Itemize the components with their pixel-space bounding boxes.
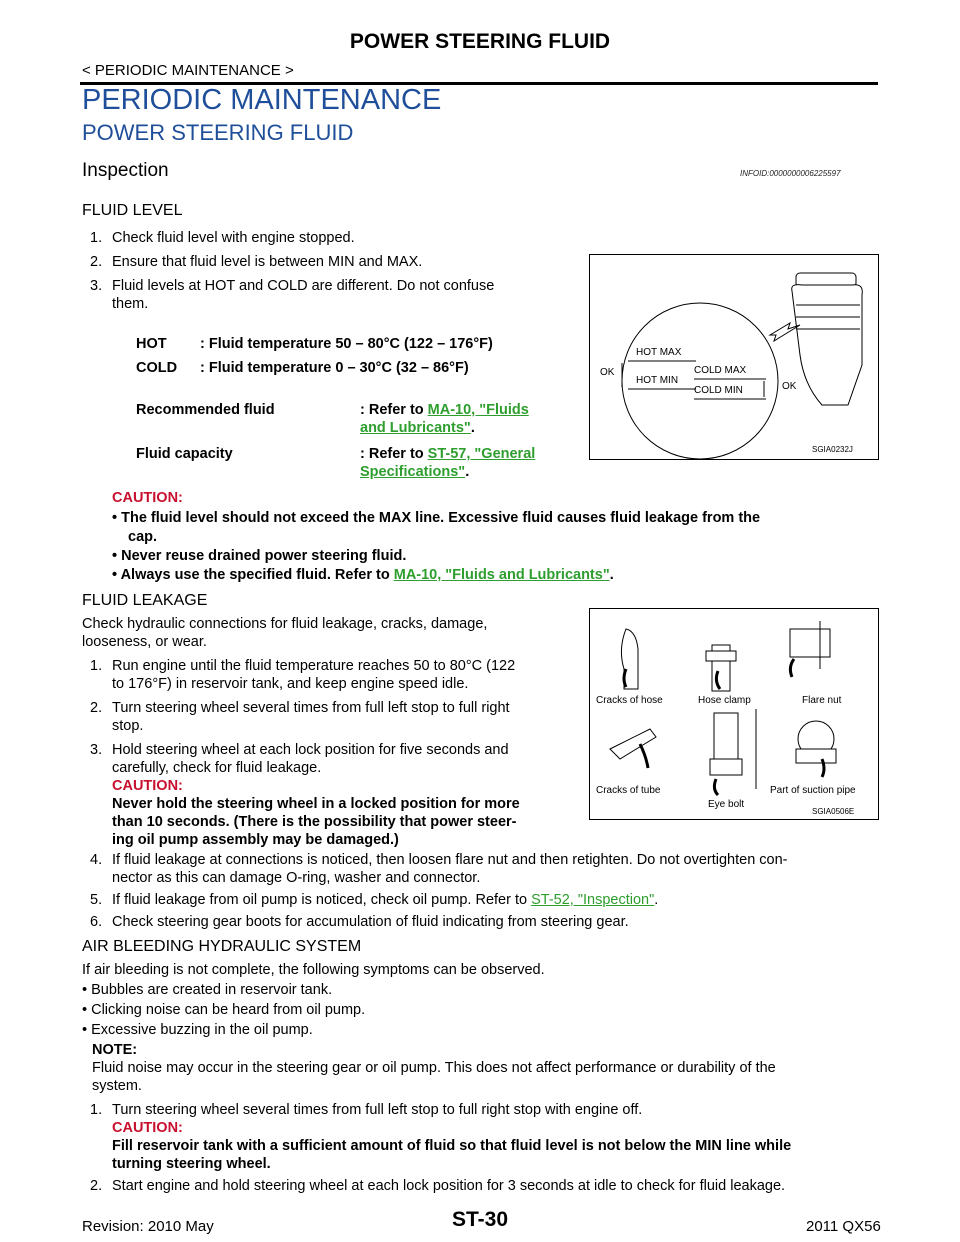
link-ma10-cont[interactable]: and Lubricants": [360, 420, 471, 436]
fluid-level-title: FLUID LEVEL: [82, 202, 183, 219]
recommended-fluid-key: Recommended fluid: [136, 402, 275, 418]
fluid-level-figure: HOT MAX HOT MIN COLD MAX COLD MIN OK OK …: [589, 254, 879, 460]
fluid-level-step-3: 3.Fluid levels at HOT and COLD are diffe…: [90, 278, 495, 294]
spec-cold-key: COLD: [136, 360, 178, 376]
cold-min-label: COLD MIN: [694, 385, 743, 396]
hot-max-label: HOT MAX: [636, 347, 682, 358]
info-id: INFOID:0000000006225597: [740, 169, 841, 178]
air-bleeding-bullet-1: • Bubbles are created in reservoir tank.: [82, 982, 333, 998]
section-heading: PERIODIC MAINTENANCE: [82, 84, 442, 116]
fluid-capacity-key: Fluid capacity: [136, 446, 233, 462]
leakage-points-illustration: [609, 621, 837, 797]
header-rule: [80, 82, 878, 85]
link-ma10-caution[interactable]: MA-10, "Fluids and Lubricants": [393, 567, 610, 583]
leakage-figure: Cracks of hose Hose clamp Flare nut Crac…: [589, 608, 879, 820]
leakage-caution-2: than 10 seconds. (There is the possibili…: [112, 814, 517, 830]
air-bleeding-bullet-3: • Excessive buzzing in the oil pump.: [82, 1022, 313, 1038]
link-st52[interactable]: ST-52, "Inspection": [531, 892, 655, 908]
air-bleeding-step-1: 1.Turn steering wheel several times from…: [90, 1102, 643, 1118]
link-st57[interactable]: ST-57, "General: [427, 446, 536, 462]
air-caution-1: Fill reservoir tank with a sufficient am…: [112, 1138, 792, 1154]
fluid-level-step-3-cont: them.: [112, 296, 149, 312]
ok-right-label: OK: [782, 381, 797, 392]
leakage-step-1: 1.Run engine until the fluid temperature…: [90, 658, 516, 674]
recommended-fluid-value: : Refer to MA-10, "Fluids: [360, 402, 529, 418]
leakage-intro: Check hydraulic connections for fluid le…: [82, 616, 488, 632]
leakage-step-3-cont: carefully, check for fluid leakage.: [112, 760, 322, 776]
air-bleeding-intro: If air bleeding is not complete, the fol…: [82, 962, 545, 978]
leakage-step-5: 5.If fluid leakage from oil pump is noti…: [90, 892, 659, 908]
footer-revision: Revision: 2010 May: [82, 1218, 214, 1235]
caution-item-2: • Never reuse drained power steering flu…: [112, 548, 407, 564]
label-suction-pipe: Part of suction pipe: [770, 785, 856, 796]
leakage-caution-label: CAUTION:: [112, 778, 183, 794]
leakage-step-3: 3.Hold steering wheel at each lock posit…: [90, 742, 509, 758]
leakage-caution-1: Never hold the steering wheel in a locke…: [112, 796, 520, 812]
footer-page-number: ST-30: [451, 1208, 509, 1231]
air-bleeding-title: AIR BLEEDING HYDRAULIC SYSTEM: [82, 938, 362, 955]
inspection-heading: Inspection: [82, 160, 169, 181]
leakage-step-2-cont: stop.: [112, 718, 144, 734]
footer-model: 2011 QX56: [806, 1218, 881, 1235]
note-text: Fluid noise may occur in the steering ge…: [92, 1060, 776, 1076]
leakage-step-2: 2.Turn steering wheel several times from…: [90, 700, 510, 716]
label-eye-bolt: Eye bolt: [708, 799, 745, 810]
fluid-leakage-title: FLUID LEAKAGE: [82, 592, 208, 609]
fluid-capacity-value-2: Specifications".: [360, 464, 470, 480]
hot-min-label: HOT MIN: [636, 375, 679, 386]
reservoir-illustration: [621, 272, 863, 460]
figure-id-2: SGIA0506E: [812, 807, 855, 816]
recommended-fluid-value-2: and Lubricants".: [360, 420, 475, 436]
label-hose-clamp: Hose clamp: [698, 695, 751, 706]
air-caution-label: CAUTION:: [112, 1120, 183, 1136]
figure-id: SGIA0232J: [812, 445, 853, 454]
note-label: NOTE:: [92, 1042, 138, 1058]
leakage-step-6: 6.Check steering gear boots for accumula…: [90, 914, 629, 930]
leakage-step-1-cont: to 176°F) in reservoir tank, and keep en…: [112, 676, 469, 692]
air-bleeding-bullet-2: • Clicking noise can be heard from oil p…: [82, 1002, 366, 1018]
air-bleeding-step-2: 2.Start engine and hold steering wheel a…: [90, 1178, 786, 1194]
caution-item-1-cont: cap.: [128, 529, 158, 545]
link-st57-cont[interactable]: Specifications": [360, 464, 466, 480]
fluid-capacity-value: : Refer to ST-57, "General: [360, 446, 536, 462]
caution-item-3: • Always use the specified fluid. Refer …: [112, 567, 614, 583]
label-cracks-of-hose: Cracks of hose: [596, 695, 663, 706]
note-text-cont: system.: [92, 1078, 142, 1094]
cold-max-label: COLD MAX: [694, 365, 747, 376]
leakage-intro-cont: looseness, or wear.: [82, 634, 207, 650]
air-caution-2: turning steering wheel.: [112, 1156, 271, 1172]
caution-item-1: • The fluid level should not exceed the …: [112, 510, 761, 526]
leakage-caution-3: ing oil pump assembly may be damaged.): [112, 832, 399, 848]
spec-cold-value: : Fluid temperature 0 – 30°C (32 – 86°F): [200, 360, 469, 376]
caution-label: CAUTION:: [112, 490, 183, 506]
spec-hot-value: : Fluid temperature 50 – 80°C (122 – 176…: [200, 336, 493, 352]
leakage-step-4: 4.If fluid leakage at connections is not…: [90, 852, 788, 868]
label-cracks-of-tube: Cracks of tube: [596, 785, 661, 796]
page-header-title: POWER STEERING FLUID: [349, 30, 611, 53]
fluid-level-step-1: 1.Check fluid level with engine stopped.: [90, 230, 355, 246]
leakage-step-4-cont: nector as this can damage O-ring, washer…: [112, 870, 481, 886]
spec-hot-key: HOT: [136, 336, 167, 352]
fluid-level-step-2: 2.Ensure that fluid level is between MIN…: [90, 254, 423, 270]
ok-left-label: OK: [600, 367, 615, 378]
breadcrumb: < PERIODIC MAINTENANCE >: [82, 62, 294, 79]
subsection-heading: POWER STEERING FLUID: [82, 120, 354, 145]
link-ma10[interactable]: MA-10, "Fluids: [427, 402, 529, 418]
label-flare-nut: Flare nut: [802, 695, 842, 706]
